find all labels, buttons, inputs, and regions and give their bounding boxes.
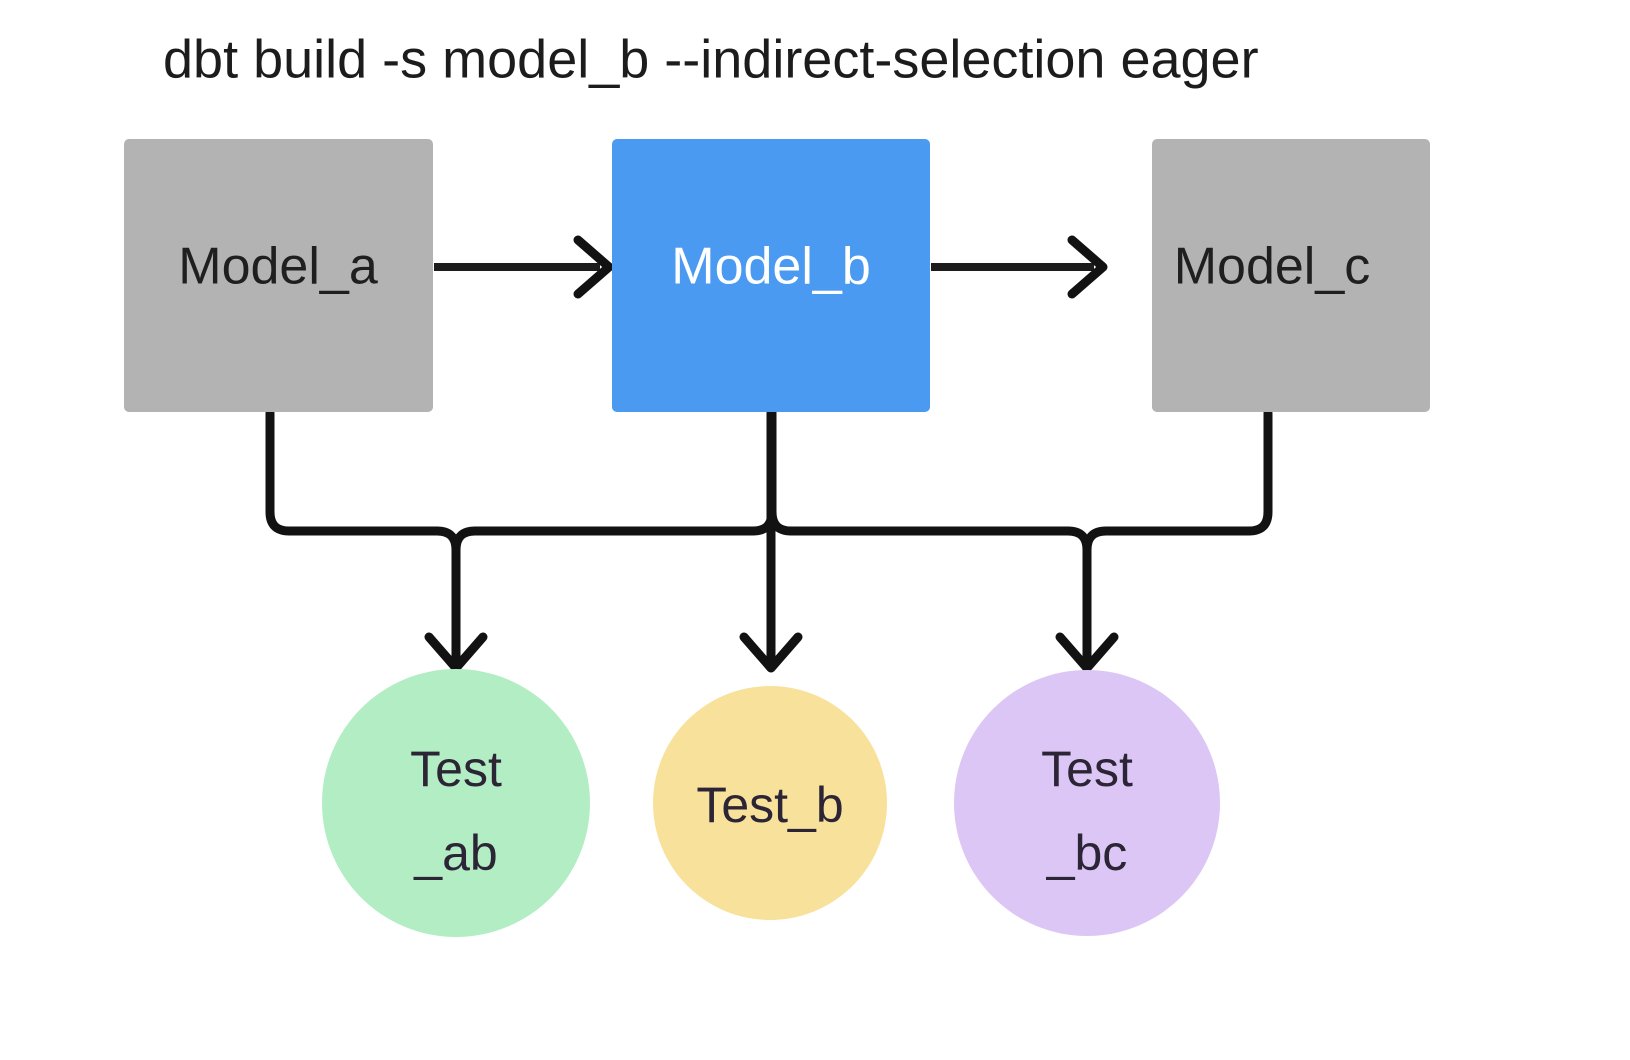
arrowhead-icon [1067,235,1108,299]
edge-model-a-to-model-b [434,235,614,299]
test-node-layer: Test _ab Test_b Test _bc [322,669,1220,937]
node-test-ab-shape[interactable] [322,669,590,937]
edge-model-b-to-model-c [931,235,1108,299]
node-test-bc[interactable]: Test _bc [954,670,1220,936]
edge-line [1082,408,1273,669]
edge-line [767,408,1092,669]
node-test-ab-label-line1: Test [410,741,502,797]
node-model-a[interactable]: Model_a [124,139,433,412]
diagram-title: dbt build -s model_b --indirect-selectio… [163,29,1259,89]
node-model-b-shape[interactable] [612,139,930,412]
node-test-bc-label-line1: Test [1041,741,1133,797]
node-model-b[interactable]: Model_b [612,139,930,412]
node-model-c-label: Model_c [1174,238,1371,296]
edge-model-b-to-test-bc [767,408,1092,669]
edge-model-c-to-test-bc [1082,408,1273,669]
node-test-ab[interactable]: Test _ab [322,669,590,937]
arrowhead-icon [1055,632,1119,673]
arrowhead-icon [573,235,614,299]
node-model-a-shape[interactable] [124,139,433,412]
edge-model-b-to-test-ab [451,408,777,669]
edge-line [265,408,461,669]
node-model-b-label: Model_b [671,238,870,296]
node-test-ab-label-line2: _ab [413,825,497,881]
node-test-b-label-line1: Test_b [696,777,843,833]
node-model-c[interactable]: Model_c [1152,139,1430,412]
node-model-c-shape[interactable] [1152,139,1430,412]
node-test-b[interactable]: Test_b [653,686,887,920]
arrowhead-icon [739,632,803,673]
node-test-b-shape[interactable] [653,686,887,920]
node-model-a-label: Model_a [178,238,378,296]
node-test-bc-shape[interactable] [954,670,1220,936]
model-node-layer: Model_a Model_b Model_c [124,139,1430,412]
edge-model-a-to-test-ab [265,408,461,669]
edge-layer [265,235,1273,673]
node-test-bc-label-line2: _bc [1046,825,1128,881]
edge-line [451,408,777,669]
arrowhead-icon [424,632,488,673]
